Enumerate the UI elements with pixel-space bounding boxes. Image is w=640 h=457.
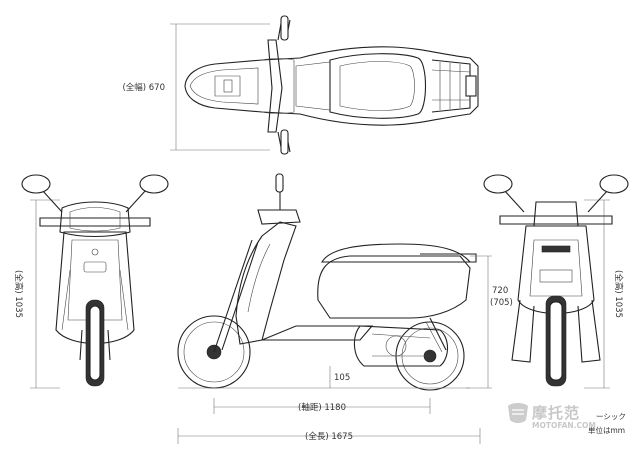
unit-note: 単位はmm (588, 425, 625, 435)
seat-height-alt-label: (705) (490, 298, 513, 308)
top-view (170, 15, 479, 155)
front-height-label: (全高) 1035 (13, 270, 24, 318)
watermark-sub-text: MOTOFAN.COM (532, 421, 596, 430)
rear-view (483, 174, 629, 389)
watermark: 摩托范 MOTOFAN.COM ーシック (508, 403, 626, 430)
watermark-trail-text: ーシック (596, 412, 626, 421)
length-label: (全長) 1675 (305, 431, 353, 442)
watermark-logo-text: 摩托范 (532, 404, 580, 422)
front-view (21, 174, 169, 389)
ground-clearance-label: 105 (334, 373, 350, 383)
rear-height-label: (全高) 1035 (613, 270, 624, 318)
side-view (177, 173, 492, 444)
watermark-emblem-icon (508, 403, 528, 423)
seat-height-label: 720 (492, 286, 508, 296)
wheelbase-label: (軸距) 1180 (298, 402, 346, 413)
width-label: (全幅) 670 (122, 82, 165, 93)
